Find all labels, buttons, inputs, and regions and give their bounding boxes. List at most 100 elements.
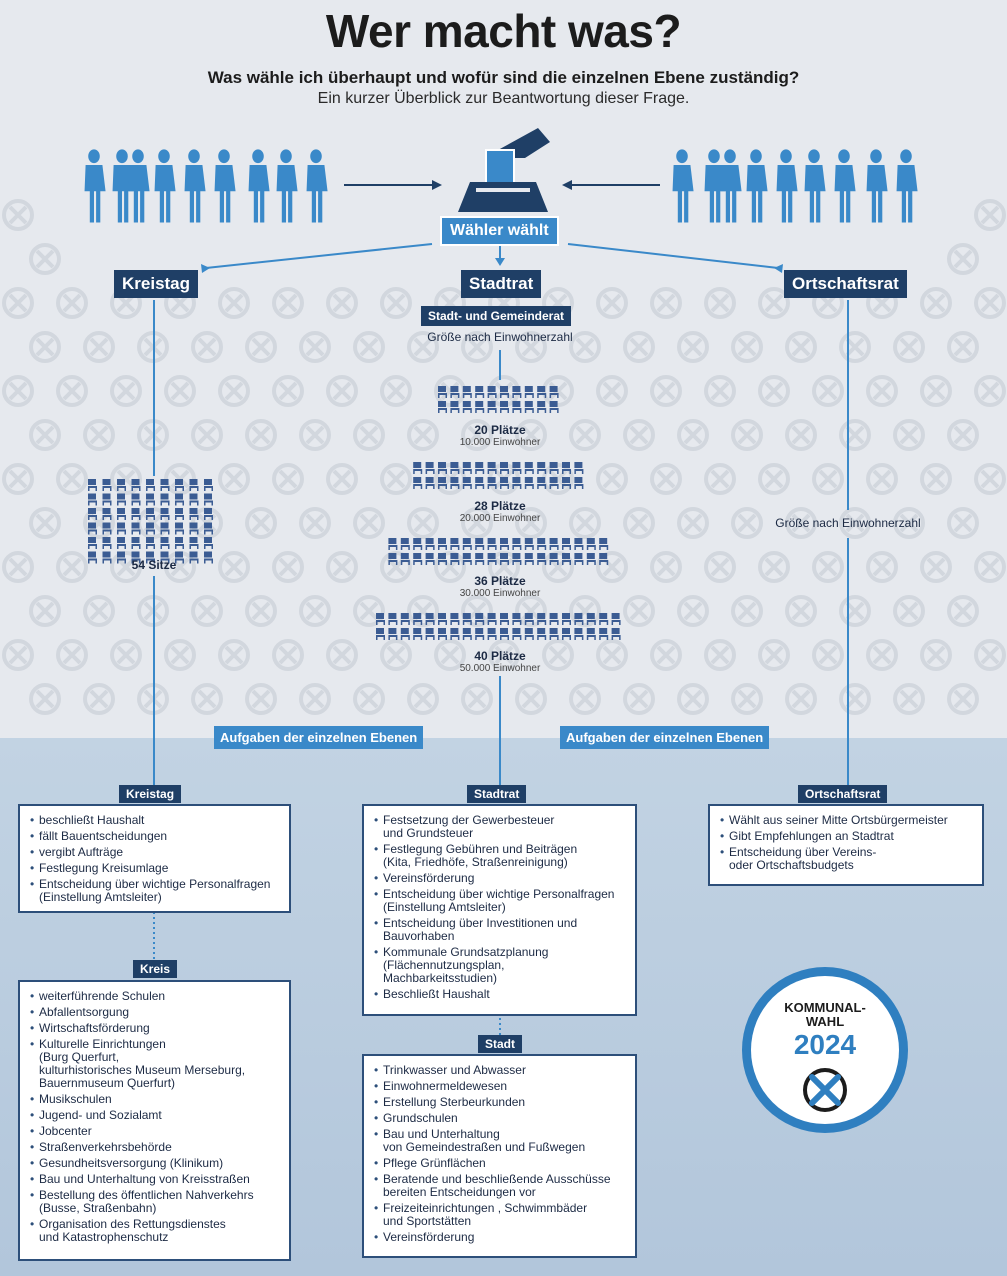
seat-icon [462,462,472,474]
list-item: Erstellung Sterbeurkunden [374,1096,627,1110]
seat-icon [88,537,97,549]
seat-icon [537,613,547,625]
ballot-watermark-icon [677,419,709,451]
seat-icon [475,462,485,474]
seat-icon [537,477,547,489]
ballot-watermark-icon [785,331,817,363]
seat-icon [574,477,584,489]
person-icon [248,149,270,223]
seat-icon [562,628,571,640]
ballot-watermark-icon [704,551,736,583]
ballot-watermark-icon [380,287,412,319]
seat-icon [425,538,435,550]
list-item: Festsetzung der Gewerbesteuer und Grunds… [374,814,627,840]
seat-icon [425,628,435,640]
ballot-watermark-icon [677,507,709,539]
seat-icon [146,479,155,491]
seat-icon [462,386,472,398]
ballot-watermark-icon [83,419,115,451]
ballot-watermark-icon [839,683,871,715]
ballot-watermark-icon [731,683,763,715]
tasks-list-stadt: Trinkwasser und AbwasserEinwohnermeldewe… [364,1056,635,1253]
ballot-watermark-icon [812,375,844,407]
seat-icon [512,538,522,550]
seat-icon [425,477,435,489]
seat-icon [475,386,485,398]
kommunalwahl-seal: KOMMUNAL- WAHL 2024 [742,967,908,1133]
ballot-watermark-icon [164,639,196,671]
person-icon [866,149,888,223]
ballot-watermark-icon [839,595,871,627]
ballot-watermark-icon [272,375,304,407]
ballot-watermark-icon [974,551,1006,583]
seat-icon [537,386,547,398]
list-item: vergibt Aufträge [30,846,281,860]
ballot-watermark-icon [812,639,844,671]
ballot-watermark-icon [299,683,331,715]
ballot-watermark-icon [191,683,223,715]
ballot-watermark-icon [947,243,979,275]
seat-icon [175,508,184,520]
ballot-watermark-icon [839,419,871,451]
person-icon [896,149,918,223]
seat-icon [562,553,571,565]
ballot-watermark-icon [866,463,898,495]
seat-icon [388,538,398,550]
seat-icon [146,522,155,535]
list-item: Trinkwasser und Abwasser [374,1064,627,1078]
voter-label: Wähler wählt [440,216,559,246]
list-item: Freizeiteinrichtungen , Schwimmbäder und… [374,1202,627,1228]
seat-icon [160,493,170,506]
seat-icon [462,477,472,489]
seat-icon [175,479,184,491]
seat-icon [117,522,126,535]
ballot-watermark-icon [380,463,412,495]
ballot-watermark-icon [785,683,817,715]
box-label-ortschaftsrat: Ortschaftsrat [798,785,888,803]
tasks-box-stadt: Trinkwasser und AbwasserEinwohnermeldewe… [362,1054,637,1258]
ballot-watermark-icon [623,683,655,715]
ballot-watermark-icon [650,639,682,671]
seat-icon [537,401,547,413]
box-label-stadtrat: Stadtrat [467,785,527,803]
list-item: Jugend- und Sozialamt [30,1109,281,1123]
list-item: Gesundheitsversorgung (Klinikum) [30,1157,281,1171]
seat-icon [586,538,596,550]
seat-icon [425,462,435,474]
ballot-watermark-icon [704,639,736,671]
ballot-watermark-icon [2,287,34,319]
ballot-watermark-icon [83,595,115,627]
ballot-watermark-icon [893,595,925,627]
seat-icon [189,537,199,549]
seat-icon [413,538,423,550]
seat-icon [599,628,609,640]
person-icon [720,149,742,223]
list-item: Gibt Empfehlungen an Stadtrat [720,830,974,844]
person-icon [746,149,768,223]
seat-icon [512,628,522,640]
ballot-watermark-icon [596,287,628,319]
seat-icon [549,538,559,550]
seat-icon [586,628,596,640]
ballot-watermark-icon [2,463,34,495]
ballot-watermark-icon [650,463,682,495]
seat-icon [189,479,199,491]
ballot-watermark-icon [2,199,34,231]
box-label-kreistag: Kreistag [119,785,182,803]
ortschaft-size-note: Größe nach Einwohnerzahl [775,516,921,530]
ballot-watermark-icon [299,595,331,627]
seat-icon [475,628,485,640]
seat-icon [524,477,534,489]
person-icon [276,149,298,223]
list-item: Beratende und beschließende Ausschüsse b… [374,1173,627,1199]
seat-icon [400,628,410,640]
kreistag-seat-label: 54 Sitze [54,558,254,572]
list-item: Bau und Unterhaltung von Kreisstraßen [30,1173,281,1187]
seat-icon [88,479,97,491]
ballot-watermark-icon [245,507,277,539]
seat-icon [611,613,621,625]
list-item: Wirtschaftsförderung [30,1022,281,1036]
seat-icon [131,493,141,506]
seal-line1: KOMMUNAL- [784,1000,866,1015]
list-item: Kommunale Grundsatzplanung (Flächennutzu… [374,946,627,985]
